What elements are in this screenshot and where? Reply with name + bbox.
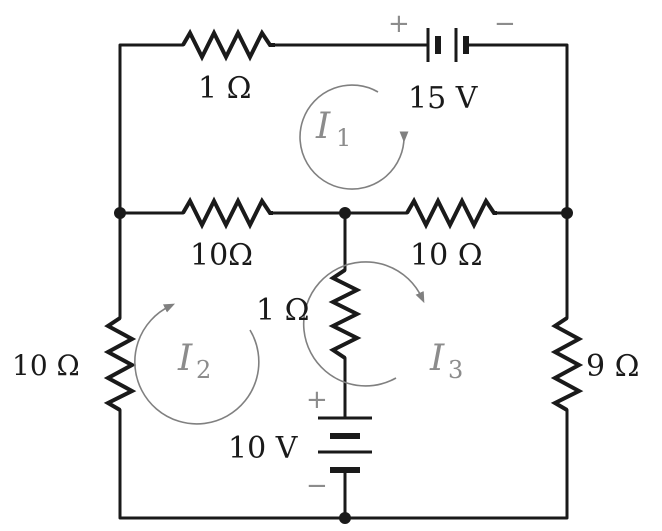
loop-arc-2 [134,303,260,425]
svg-text:1: 1 [336,124,351,152]
node-right [561,207,573,219]
label-resistor-right: 9 Ω [586,349,640,384]
loop-arc-1 [299,84,409,190]
label-source-bottom: 10 V [228,431,299,466]
svg-text:I: I [177,338,193,379]
label-source-bottom-plus: + [306,385,328,415]
label-source-top-plus: + [388,9,410,39]
wire-top-left [118,43,185,215]
label-source-bottom-minus: − [306,471,328,501]
svg-text:3: 3 [448,356,463,384]
label-resistor-left: 10 Ω [12,349,80,382]
node-bottom [339,512,351,524]
label-resistor-mid-left: 10Ω [190,238,253,273]
svg-text:I: I [429,338,445,379]
resistor-top [181,28,275,62]
node-center [339,207,351,219]
loop-label-3: I 3 [429,338,463,384]
resistor-mid-right [405,196,497,230]
label-resistor-top: 1 Ω [198,71,252,106]
loop-label-1: I 1 [315,106,351,152]
label-resistor-center: 1 Ω [256,293,310,328]
label-source-top: 15 V [408,81,479,116]
resistor-center [328,268,362,360]
loop-arc-3 [302,261,425,387]
resistor-right [550,316,584,412]
svg-text:I: I [315,106,331,147]
battery-15v [426,28,469,62]
label-source-top-minus: − [494,9,516,39]
resistor-left [103,316,137,412]
wire-top-right [464,43,569,215]
node-left [114,207,126,219]
resistor-mid-left [181,196,273,230]
battery-10v [318,416,372,473]
loop-label-2: I 2 [177,338,211,384]
label-resistor-mid-right: 10 Ω [410,238,483,273]
svg-text:2: 2 [196,356,211,384]
